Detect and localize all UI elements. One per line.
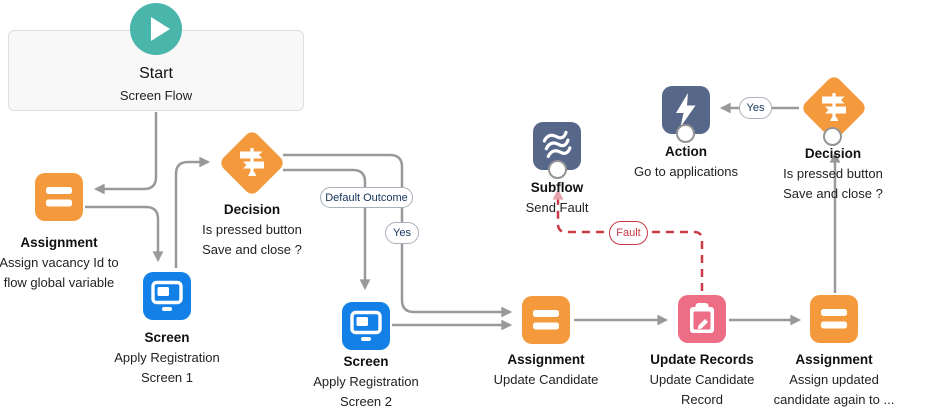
connector-decision1-default-to-screen2 [283,168,371,291]
node-subtitle: Update Candidate [649,372,755,387]
connector-start-to-assignment1 [93,112,158,195]
node-subtitle: Screen 1 [140,370,194,385]
decision2-connector-endpoint[interactable] [823,127,842,146]
node-title: Screen [144,330,190,345]
assignment-icon [821,309,847,329]
screen1-label: Screen Apply Registration Screen 1 [92,328,242,388]
start-flow-type: Screen Flow [119,88,193,103]
screen-icon [350,310,382,341]
subflow-icon [542,130,572,159]
node-title: Screen [343,354,389,369]
decision2-label: Decision Is pressed button Save and clos… [758,144,908,204]
node-subtitle: Is pressed button [202,222,302,237]
subflow-node[interactable] [533,122,581,170]
yes-pill-decision1[interactable]: Yes [385,222,419,244]
node-title: Decision [223,202,281,217]
decision-icon [822,93,846,121]
node-title: Decision [804,146,862,161]
decision-icon [240,148,264,176]
node-subtitle: Is pressed button [783,166,883,181]
node-subtitle: Save and close ? [202,242,302,257]
node-subtitle: candidate again to ... [773,392,895,407]
subflow-connector-endpoint[interactable] [548,160,567,179]
node-subtitle: Save and close ? [783,186,883,201]
screen2-node[interactable] [342,302,390,350]
action-label: Action Go to applications [606,142,766,182]
screen1-node[interactable] [143,272,191,320]
decision2-node[interactable] [800,74,868,142]
node-subtitle: Screen 2 [339,394,393,409]
assignment2-label: Assignment Update Candidate [466,350,626,390]
fault-pill[interactable]: Fault [609,221,648,245]
connector-assignment1-to-screen1 [85,205,164,263]
node-title: Assignment [20,235,98,250]
node-subtitle: Go to applications [633,164,739,179]
yes-pill-decision2[interactable]: Yes [739,97,772,119]
node-title: Subflow [530,180,584,195]
start-title: Start [139,65,173,82]
node-subtitle: flow global variable [3,275,115,290]
node-subtitle: Update Candidate [493,372,599,387]
node-title: Assignment [507,352,585,367]
assignment1-label: Assignment Assign vacancy Id to flow glo… [0,233,144,293]
action-connector-endpoint[interactable] [676,124,695,143]
assignment1-node[interactable] [35,173,83,221]
start-play-icon[interactable] [129,2,183,56]
update-records-label: Update Records Update Candidate Record [627,350,777,410]
node-subtitle: Send Fault [525,200,589,215]
node-subtitle: Record [681,392,723,407]
assignment3-label: Assignment Assign updated candidate agai… [754,350,914,410]
update-records-icon [690,303,714,333]
node-title: Update Records [650,352,754,367]
assignment3-node[interactable] [810,295,858,343]
assignment-icon [46,187,72,207]
subflow-label: Subflow Send Fault [497,178,617,218]
node-subtitle: Assign updated [789,372,879,387]
decision1-label: Decision Is pressed button Save and clos… [177,200,327,260]
assignment2-node[interactable] [522,296,570,344]
lightning-bolt-icon [676,93,696,127]
screen2-label: Screen Apply Registration Screen 2 [291,352,441,412]
default-outcome-pill[interactable]: Default Outcome [320,187,413,208]
node-subtitle: Apply Registration [114,350,220,365]
assignment-icon [533,310,559,330]
update-records-node[interactable] [678,295,726,343]
node-title: Assignment [795,352,873,367]
connector-screen1-to-decision1 [174,156,211,268]
node-subtitle: Assign vacancy Id to [0,255,119,270]
node-subtitle: Apply Registration [313,374,419,389]
decision1-node[interactable] [218,129,286,197]
node-title: Action [665,144,707,159]
screen-icon [151,280,183,311]
